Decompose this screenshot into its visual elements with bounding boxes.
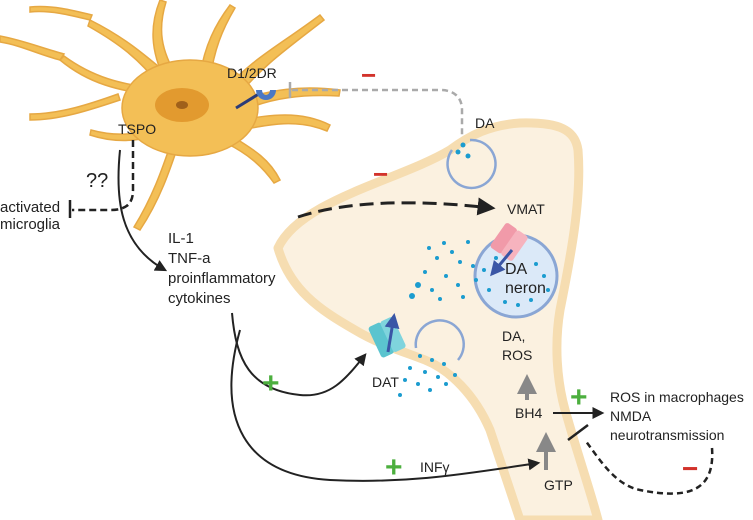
dat-transport-arrow [384,313,400,353]
vmat-transport-arrow [490,249,514,277]
label-il1: IL-1 [168,230,194,247]
label-nmda: NMDA [610,408,652,424]
plus-sign-infy: + [385,451,403,484]
arrow-cytokines-to-dat [231,312,367,397]
label-bh4: BH4 [515,405,542,421]
label-neurotransmission: neurotransmission [610,427,724,443]
arrow-microglia-to-cytokines [117,149,168,272]
top-da-vesicle [446,138,497,190]
inhibition-outputs-to-bh4 [583,439,714,495]
plus-sign-dat: + [262,367,280,400]
label-proinflammatory: proinflammatory [168,270,276,287]
label-ros-macrophages: ROS in macrophages [610,389,744,405]
cytoplasmic-da-dots [409,240,478,301]
label-da-ros-1: DA, [502,328,525,344]
label-da-neuron-2: neron [505,280,546,297]
arrow-cytokines-to-gtp [230,329,541,482]
label-microglia: microglia [0,216,61,233]
label-da-ros-2: ROS [502,347,532,363]
dat-vesicle [414,319,465,361]
label-gtp: GTP [544,477,573,493]
plus-sign-outputs: + [570,381,588,414]
label-cytokines: cytokines [168,290,231,307]
label-tnfa: TNF-a [168,250,211,267]
label-tspo: TSPO [118,121,156,137]
label-question: ?? [86,170,108,192]
inhibition-bar-bh4 [567,424,589,441]
label-dat: DAT [372,374,399,390]
label-infy: INFγ [420,459,450,475]
dat-area-dots [398,354,457,397]
microglia-nucleolus [176,101,188,109]
vesicle-da-dots [482,256,550,307]
label-da-neuron-1: DA [505,261,528,278]
top-da-dots [455,142,471,159]
label-activated: activated [0,199,60,216]
label-d12dr: D1/2DR [227,65,277,81]
minus-sign-bottom: − [682,453,698,484]
label-vmat: VMAT [507,201,545,217]
inhibition-da-to-receptor [292,88,464,135]
d12dr-receptor-icon [256,90,276,100]
minus-sign-top: − [361,60,376,90]
label-da-top: DA [475,115,495,131]
minus-sign-middle: − [373,159,388,189]
dashed-arrow-to-vmat [297,197,496,219]
tspo-dashed-link [72,140,135,212]
